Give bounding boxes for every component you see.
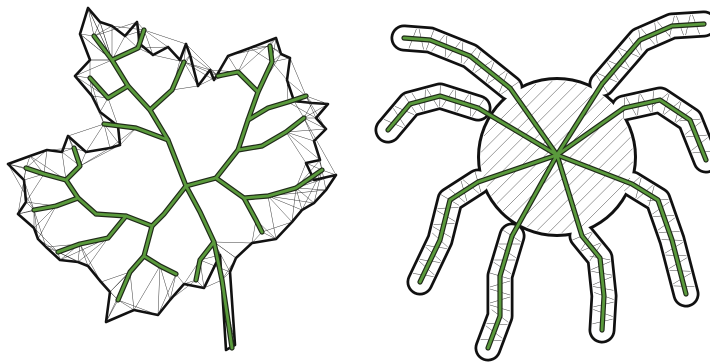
- leaf-mesh-edge: [86, 124, 104, 152]
- leaf-mesh-edge: [144, 30, 186, 44]
- octopus-panel: [384, 15, 710, 348]
- maple-leaf-panel: [8, 8, 336, 350]
- leaf-mesh-edge: [144, 30, 168, 47]
- leaf-mesh-edge: [68, 124, 104, 136]
- leaf-mesh-edge: [290, 58, 306, 96]
- octopus-outline: [388, 24, 706, 348]
